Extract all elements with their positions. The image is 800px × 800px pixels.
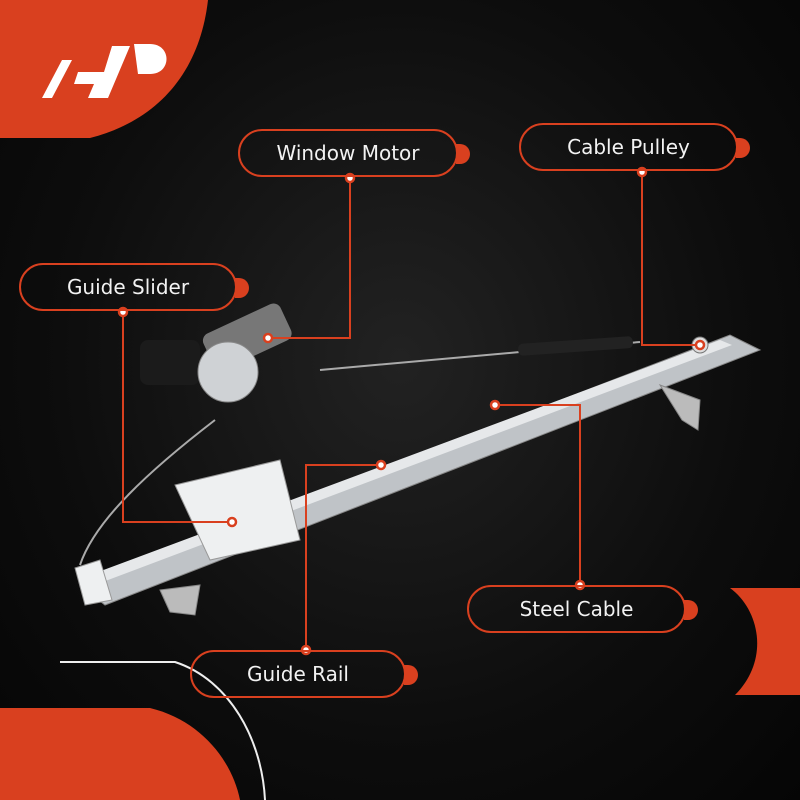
window-motor — [197, 341, 259, 403]
corner-shape-right — [730, 588, 800, 695]
callout-cable-pulley: Cable Pulley — [519, 123, 750, 171]
corner-shape-bottom-left — [0, 708, 240, 800]
leader-lines — [122, 172, 700, 650]
guide-slider — [174, 459, 301, 561]
corner-shape-top-left — [0, 0, 208, 138]
callout-guide-rail: Guide Rail — [190, 650, 418, 698]
window-regulator-product — [74, 303, 762, 616]
callout-label: Guide Slider — [66, 275, 190, 299]
callout-label: Guide Rail — [247, 662, 349, 686]
outline-curve — [60, 661, 266, 800]
callout-tab — [235, 278, 249, 298]
callout-tab — [684, 600, 698, 620]
callout-label: Cable Pulley — [567, 135, 690, 159]
callout-steel-cable: Steel Cable — [467, 585, 698, 633]
callout-label: Steel Cable — [519, 597, 634, 621]
callout-label: Window Motor — [276, 141, 420, 165]
callout-tab — [736, 138, 750, 158]
callout-window-motor: Window Motor — [238, 129, 470, 177]
callout-guide-slider: Guide Slider — [19, 263, 249, 311]
brand-logo — [42, 44, 167, 98]
callout-tab — [404, 665, 418, 685]
callout-tab — [456, 144, 470, 164]
leader-dots — [117, 166, 706, 656]
